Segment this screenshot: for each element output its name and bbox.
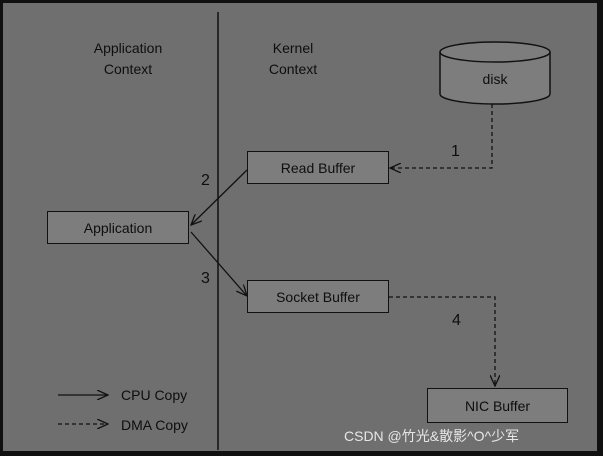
step-4-label: 4 <box>452 312 461 329</box>
arrow-socket-buffer-to-nic-buffer <box>389 296 495 386</box>
socket-buffer-box: Socket Buffer <box>247 280 389 313</box>
watermark-text: CSDN @竹光&散影^O^少军 <box>344 428 520 444</box>
step-2-label: 2 <box>201 172 210 189</box>
kernel-context-line2: Context <box>268 61 318 77</box>
kernel-context-heading: Kernel Context <box>243 38 343 80</box>
nic-buffer-box: NIC Buffer <box>427 388 568 423</box>
application-context-line1: Application <box>93 40 163 56</box>
arrow-read-buffer-to-application <box>191 169 248 225</box>
application-box: Application <box>47 211 189 244</box>
arrow-application-to-socket-buffer <box>190 231 247 296</box>
read-buffer-box: Read Buffer <box>247 151 389 184</box>
disk-label: disk <box>482 71 508 87</box>
application-context-heading: Application Context <box>68 38 188 80</box>
legend-cpu-copy-label: CPU Copy <box>121 387 188 403</box>
arrow-disk-to-read-buffer <box>390 104 493 168</box>
step-3-label: 3 <box>201 270 210 287</box>
application-context-line2: Context <box>103 61 153 77</box>
legend-dma-copy-label: DMA Copy <box>121 417 188 433</box>
step-1-label: 1 <box>451 143 460 160</box>
kernel-context-line1: Kernel <box>272 40 314 56</box>
disk-cylinder <box>439 41 551 105</box>
